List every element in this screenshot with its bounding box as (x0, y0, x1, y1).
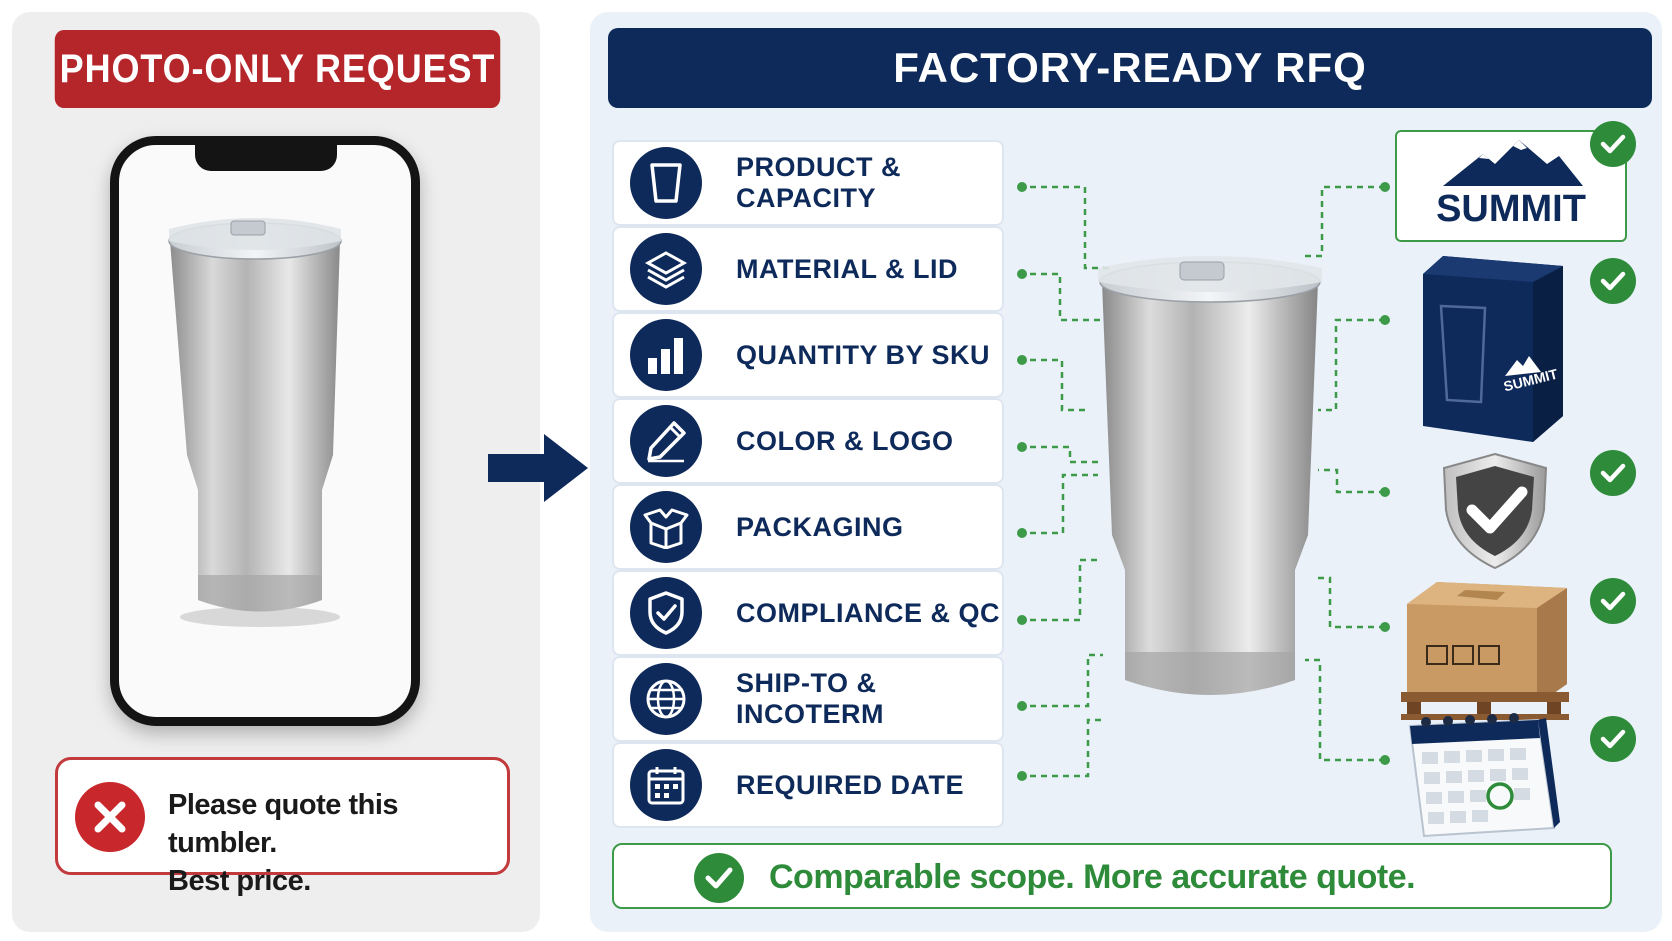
rfq-summary-text: Comparable scope. More accurate quote. (769, 858, 1416, 896)
tumbler-icon (630, 147, 702, 219)
shield-check-icon (630, 577, 702, 649)
arrow-right-icon (488, 434, 588, 502)
phone-notch (195, 143, 337, 171)
phone-mockup (110, 136, 420, 726)
note-line-2: Best price. (168, 865, 311, 897)
mountain-logo-icon (1443, 140, 1583, 186)
rfq-item-label: COMPLIANCE & QC (736, 597, 1000, 628)
check-icon (1590, 258, 1636, 304)
shield-check-image (1442, 452, 1548, 570)
layers-icon (630, 233, 702, 305)
tumbler-center-image (1098, 256, 1322, 695)
rfq-item-product-capacity: PRODUCT & CAPACITY (612, 140, 1004, 226)
rfq-item-label: PACKAGING (736, 511, 904, 542)
rfq-item-material-lid: MATERIAL & LID (612, 226, 1004, 312)
photo-only-header: PHOTO-ONLY REQUEST (54, 30, 501, 108)
tumbler-photo (168, 218, 342, 627)
rfq-item-label: MATERIAL & LID (736, 253, 958, 284)
rfq-item-label: PRODUCT & CAPACITY (736, 152, 901, 213)
branded-box-image (1423, 256, 1563, 442)
x-error-icon (75, 782, 145, 852)
rfq-item-label: QUANTITY BY SKU (736, 339, 991, 370)
check-icon (1590, 578, 1636, 624)
pencil-icon (630, 405, 702, 477)
rfq-item-label: SHIP-TO & INCOTERM (736, 668, 884, 729)
check-icon (694, 853, 744, 903)
rfq-item-quantity: QUANTITY BY SKU (612, 312, 1004, 398)
rfq-checklist: PRODUCT & CAPACITY MATERIAL & LID QUANTI… (612, 140, 1004, 828)
rfq-item-packaging: PACKAGING (612, 484, 1004, 570)
rfq-header: FACTORY-READY RFQ (608, 28, 1652, 108)
calendar-image (1408, 713, 1560, 838)
check-icon (1590, 450, 1636, 496)
rfq-item-required-date: REQUIRED DATE (612, 742, 1004, 828)
check-icon (1590, 716, 1636, 762)
photo-only-note: Please quote this tumbler. Best price. (55, 757, 510, 897)
bar-chart-icon (630, 319, 702, 391)
globe-icon (630, 663, 702, 735)
rfq-item-label: COLOR & LOGO (736, 425, 954, 456)
check-icon (1590, 121, 1636, 167)
rfq-item-ship-to: SHIP-TO & INCOTERM (612, 656, 1004, 742)
note-text: Please quote this tumbler. Best price. (168, 786, 507, 900)
rfq-item-color-logo: COLOR & LOGO (612, 398, 1004, 484)
note-line-1: Please quote this tumbler. (168, 789, 399, 859)
summit-brand-text: SUMMIT (1436, 188, 1586, 230)
open-box-icon (630, 491, 702, 563)
cardboard-box-pallet-image (1401, 582, 1569, 720)
rfq-summary-banner: Comparable scope. More accurate quote. (612, 843, 1612, 909)
calendar-icon (630, 749, 702, 821)
summit-logo-card: SUMMIT (1395, 130, 1627, 242)
rfq-item-compliance: COMPLIANCE & QC (612, 570, 1004, 656)
rfq-item-label: REQUIRED DATE (736, 769, 965, 800)
